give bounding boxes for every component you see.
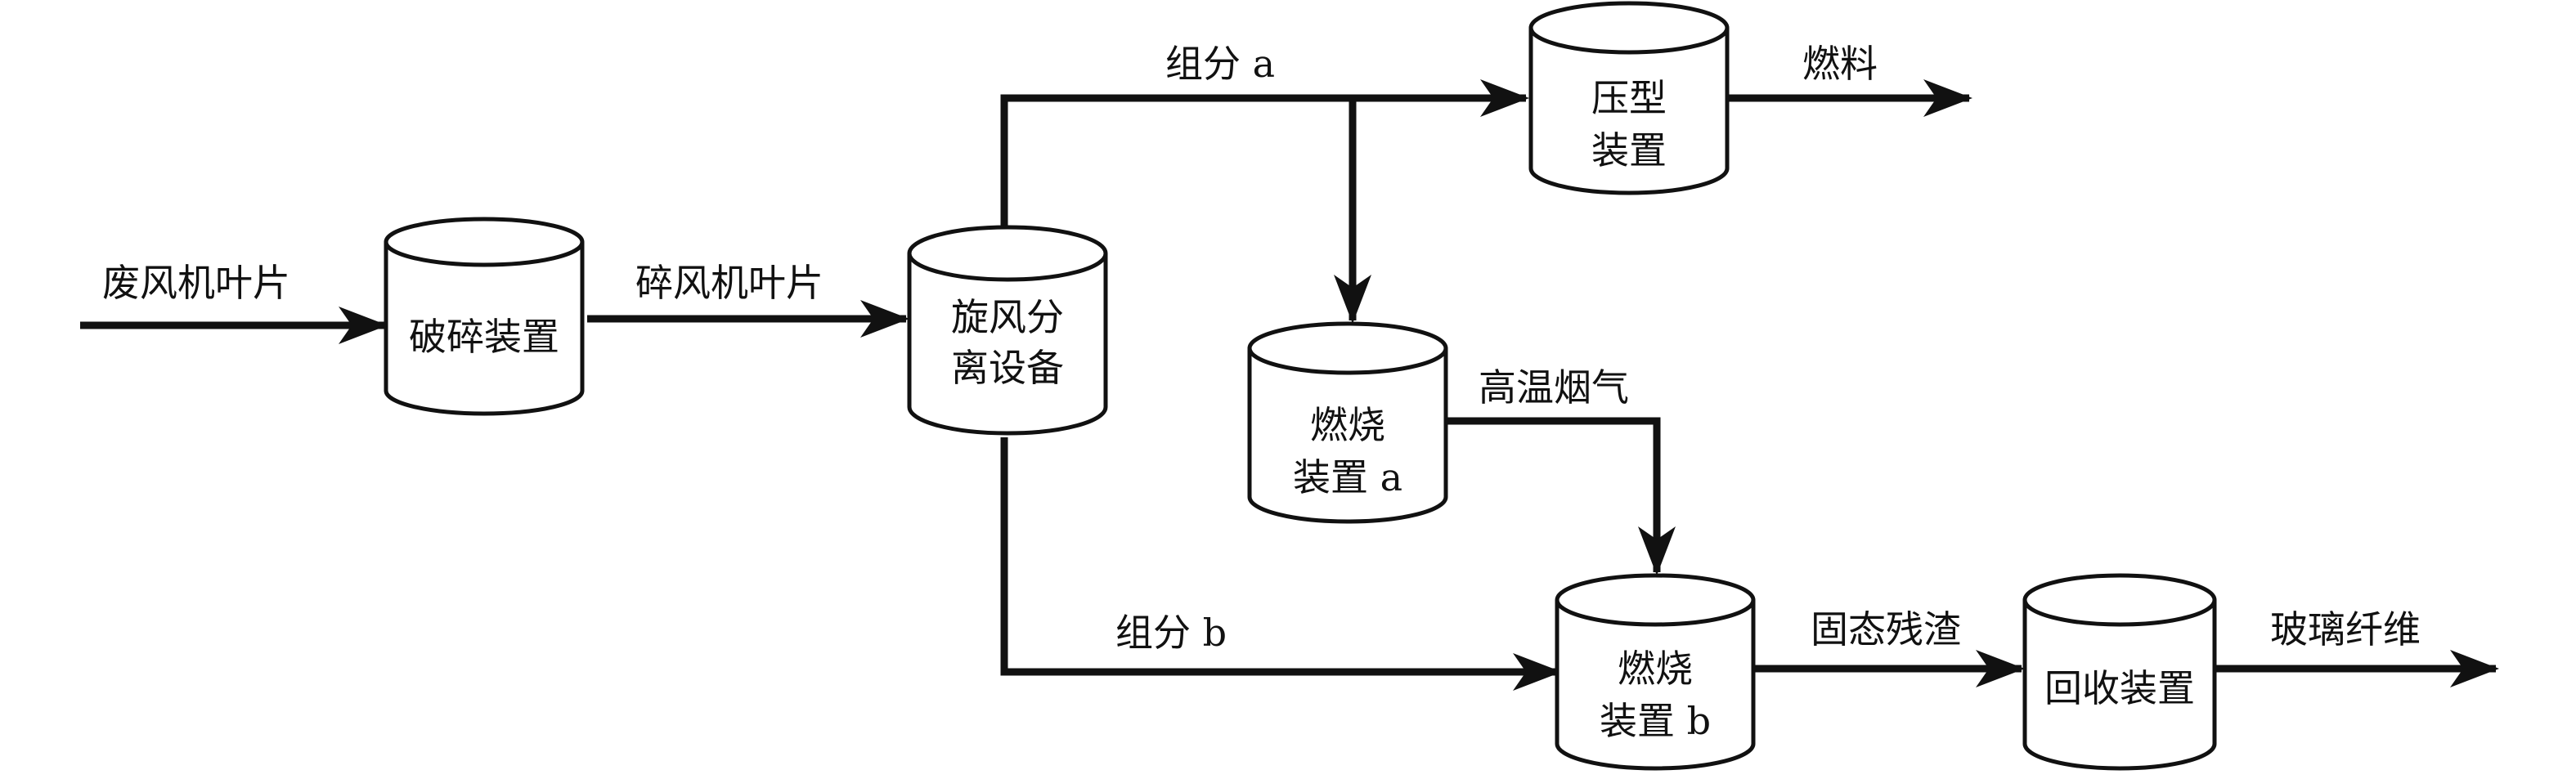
press-label-line-2: 装置 — [1591, 128, 1667, 172]
burner-a-label-line-1: 燃烧 — [1310, 403, 1385, 447]
label-flue-gas: 高温烟气 — [1479, 365, 1629, 410]
crusher-label: 破碎装置 — [409, 315, 559, 359]
cyclone-label-line-1: 旋风分 — [951, 295, 1064, 339]
burner-b-node: 燃烧 装置 b — [1555, 573, 1756, 771]
arrow-cyclone-to-press — [1000, 79, 1529, 244]
arrow-cyclone-to-burner-b — [1000, 437, 1562, 691]
cyclone-separator-node: 旋风分 离设备 — [907, 225, 1108, 436]
crusher-node: 破碎装置 — [384, 217, 585, 416]
burner-b-label-line-1: 燃烧 — [1618, 647, 1693, 691]
recovery-label: 回收装置 — [2044, 666, 2195, 710]
label-glass-fiber: 玻璃纤维 — [2270, 607, 2421, 651]
arrow-burner-a-to-burner-b — [1447, 417, 1676, 575]
label-component-b: 组分 b — [1115, 611, 1227, 655]
label-component-a: 组分 a — [1165, 42, 1275, 86]
burner-a-node: 燃烧 装置 a — [1247, 321, 1448, 524]
press-label-line-1: 压型 — [1591, 76, 1667, 120]
press-node: 压型 装置 — [1528, 1, 1730, 195]
label-waste-blades: 废风机叶片 — [102, 261, 290, 305]
label-solid-residue: 固态残渣 — [1811, 607, 1961, 651]
label-crushed-blades: 碎风机叶片 — [635, 261, 824, 305]
cyclone-label-line-2: 离设备 — [951, 346, 1064, 390]
burner-b-label-line-2: 装置 b — [1600, 699, 1711, 743]
recovery-node: 回收装置 — [2022, 573, 2217, 771]
label-fuel: 燃料 — [1802, 42, 1878, 86]
burner-a-label-line-2: 装置 a — [1293, 455, 1402, 499]
